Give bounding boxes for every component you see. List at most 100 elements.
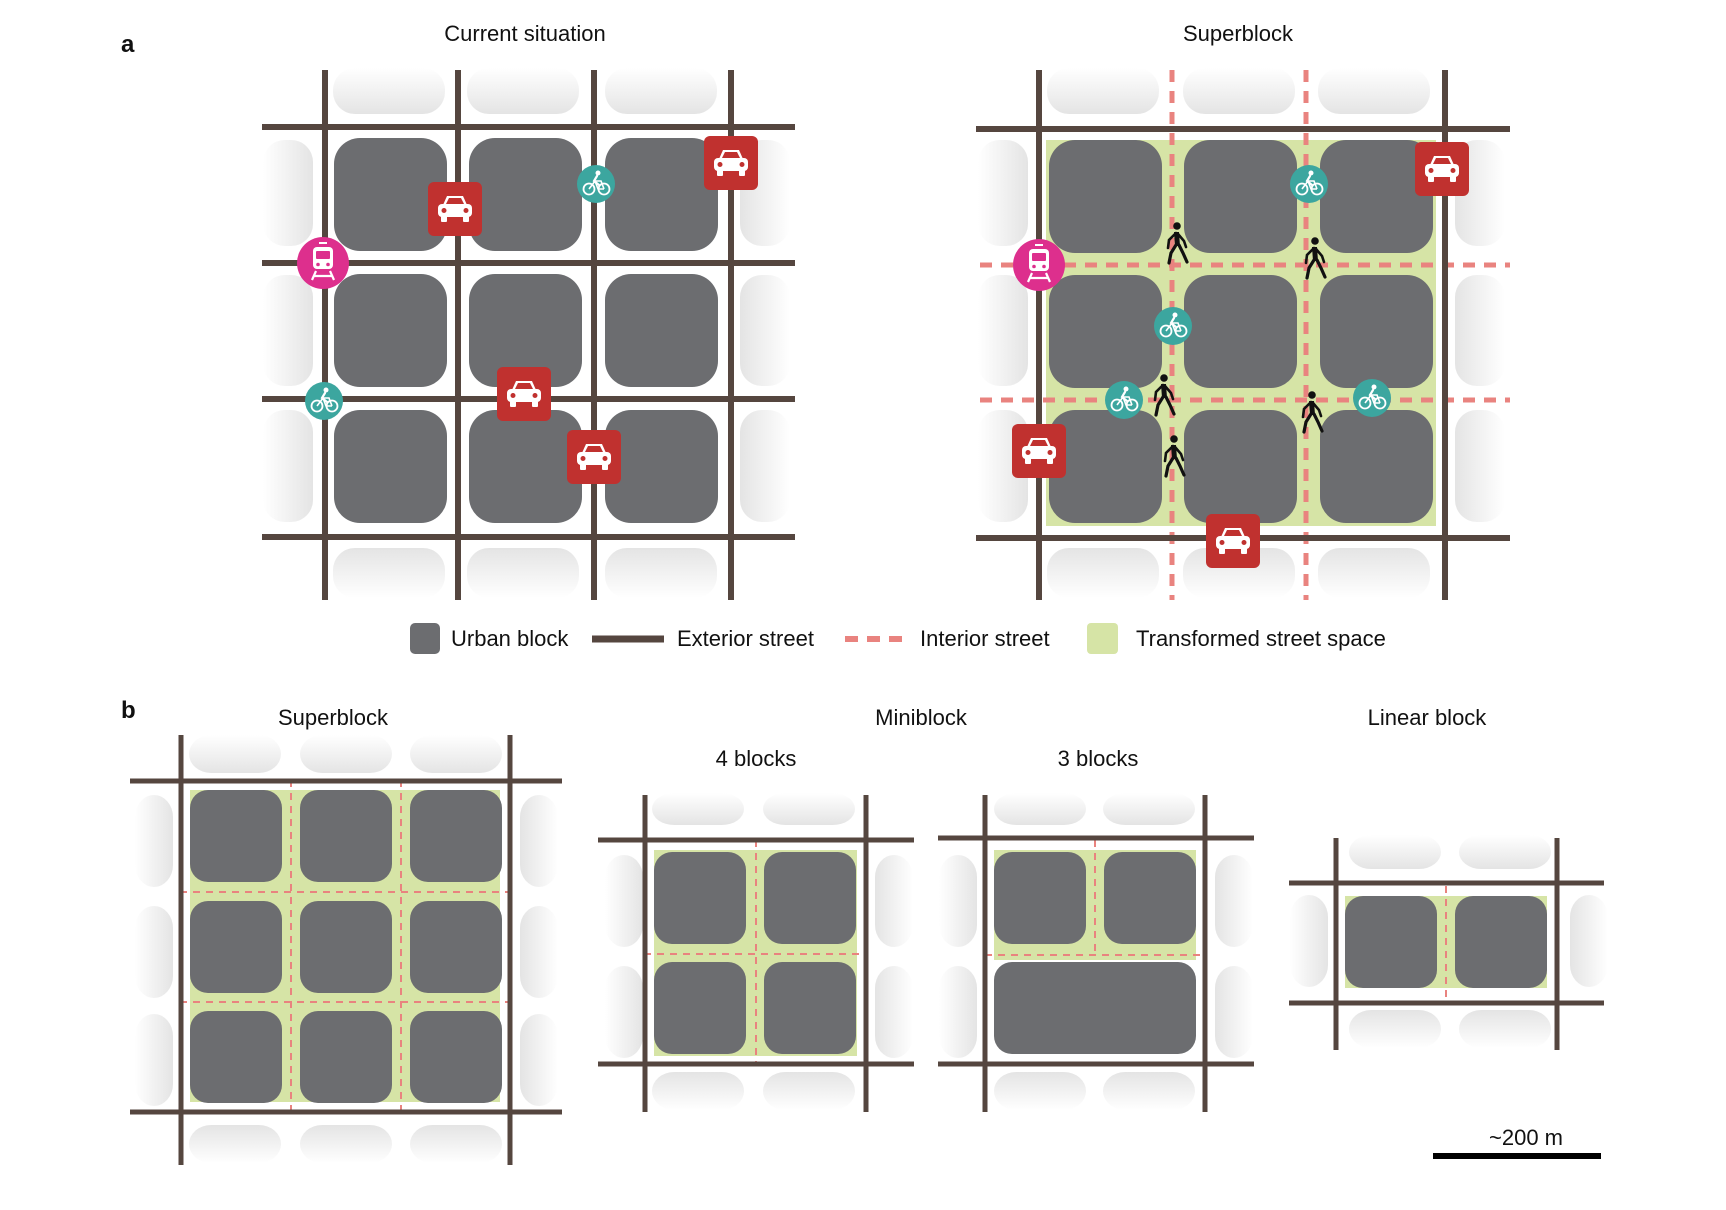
diagram-b-miniblock-4	[598, 793, 914, 1112]
ghost-block	[1215, 966, 1253, 1058]
ghost-block	[1349, 1010, 1441, 1048]
ghost-block	[189, 1125, 281, 1163]
urban-block	[1184, 140, 1297, 253]
legend-label-exterior-street: Exterior street	[677, 626, 814, 651]
urban-block	[994, 962, 1196, 1054]
car-icon	[1415, 142, 1469, 196]
scale-bar-label: ~200 m	[1489, 1125, 1563, 1150]
urban-block	[654, 852, 746, 944]
ghost-block	[740, 410, 790, 522]
urban-block	[190, 1011, 282, 1103]
urban-block	[1345, 896, 1437, 988]
ghost-block	[875, 966, 913, 1058]
ghost-block	[135, 795, 173, 887]
ghost-block	[467, 68, 579, 114]
ghost-block	[263, 410, 313, 522]
ghost-block	[939, 966, 977, 1058]
ghost-block	[520, 1014, 558, 1106]
urban-block	[1184, 410, 1297, 523]
urban-block	[190, 901, 282, 993]
title-current-situation: Current situation	[444, 21, 605, 46]
pedestrian-icon	[1304, 237, 1327, 280]
urban-block	[1320, 410, 1433, 523]
ghost-block	[1047, 68, 1159, 114]
legend: Urban block Exterior street Interior str…	[410, 623, 1386, 654]
ghost-block	[978, 140, 1028, 246]
panel-label-a: a	[121, 31, 135, 58]
legend-swatch-urban-block	[410, 623, 440, 654]
urban-block	[764, 962, 856, 1054]
urban-block	[605, 410, 718, 523]
legend-label-urban-block: Urban block	[451, 626, 569, 651]
ghost-block	[740, 275, 790, 386]
ghost-block	[652, 793, 744, 825]
title-superblock-a: Superblock	[1183, 21, 1294, 46]
ghost-block	[189, 735, 281, 773]
car-icon	[1206, 514, 1260, 568]
title-superblock-b: Superblock	[278, 705, 389, 730]
urban-block	[1320, 275, 1433, 388]
ghost-block	[263, 140, 313, 246]
ghost-block	[1318, 548, 1430, 598]
bike-icon	[577, 165, 615, 203]
tram-icon	[297, 237, 349, 289]
ghost-block	[1290, 895, 1328, 987]
urban-block	[1049, 140, 1162, 253]
ghost-block	[263, 275, 313, 386]
urban-block	[1049, 275, 1162, 388]
ghost-block	[300, 735, 392, 773]
bike-icon	[1290, 165, 1328, 203]
urban-block	[605, 274, 718, 387]
ghost-block	[1103, 1072, 1195, 1110]
ghost-block	[1183, 68, 1295, 114]
ghost-block	[333, 68, 445, 114]
ghost-block	[1215, 855, 1253, 947]
ghost-block	[763, 1072, 855, 1110]
bike-icon	[305, 382, 343, 420]
ghost-block	[1455, 410, 1505, 522]
ghost-block	[994, 1072, 1086, 1110]
legend-swatch-transformed	[1087, 623, 1118, 654]
car-icon	[428, 182, 482, 236]
diagram-current-situation	[262, 68, 795, 600]
title-3-blocks: 3 blocks	[1058, 746, 1139, 771]
ghost-block	[410, 1125, 502, 1163]
car-icon	[497, 367, 551, 421]
ghost-block	[978, 275, 1028, 386]
ghost-block	[333, 548, 445, 598]
ghost-block	[467, 548, 579, 598]
ghost-block	[1318, 68, 1430, 114]
ghost-block	[939, 855, 977, 947]
pedestrian-icon	[1153, 374, 1176, 417]
ghost-block	[135, 1014, 173, 1106]
title-4-blocks: 4 blocks	[716, 746, 797, 771]
urban-block	[469, 274, 582, 387]
urban-block	[605, 138, 718, 251]
bike-icon	[1353, 379, 1391, 417]
ghost-block	[1459, 1010, 1551, 1048]
urban-block	[410, 790, 502, 882]
urban-block	[410, 901, 502, 993]
ghost-block	[300, 1125, 392, 1163]
pedestrian-icon	[1163, 435, 1186, 478]
ghost-block	[1570, 895, 1608, 987]
scale-bar: ~200 m	[1433, 1125, 1601, 1159]
urban-block	[334, 274, 447, 387]
tram-icon	[1013, 239, 1065, 291]
panel-label-b: b	[121, 697, 136, 724]
ghost-block	[763, 793, 855, 825]
ghost-block	[1455, 275, 1505, 386]
car-icon	[1012, 424, 1066, 478]
car-icon	[704, 136, 758, 190]
urban-block	[1104, 852, 1196, 944]
legend-label-transformed: Transformed street space	[1136, 626, 1386, 651]
ghost-block	[135, 906, 173, 998]
ghost-block	[605, 855, 643, 947]
car-icon	[567, 430, 621, 484]
diagram-b-miniblock-3	[938, 793, 1254, 1112]
urban-block	[1320, 140, 1433, 253]
ghost-block	[994, 793, 1086, 825]
urban-block	[469, 410, 582, 523]
legend-label-interior-street: Interior street	[920, 626, 1050, 651]
